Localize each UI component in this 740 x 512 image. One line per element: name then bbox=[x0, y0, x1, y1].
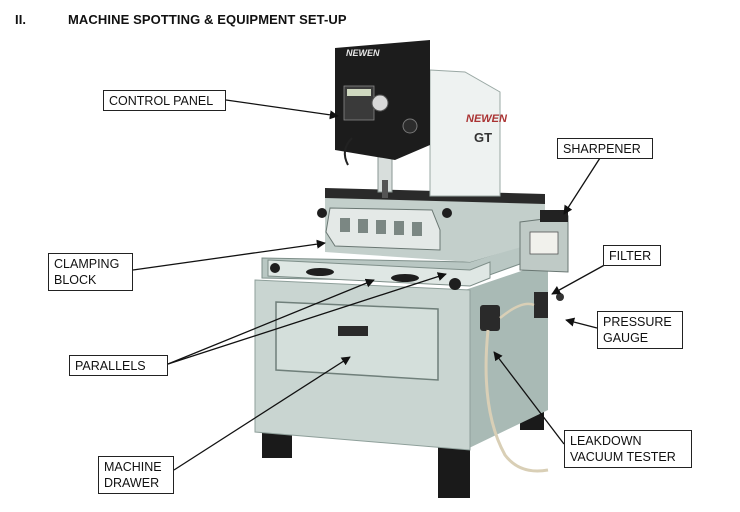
callout-pressure-gauge: PRESSURE GAUGE bbox=[597, 311, 683, 349]
housing-model-text: GT bbox=[474, 130, 492, 145]
leader-filter bbox=[551, 261, 611, 295]
callout-clamping-block: CLAMPING BLOCK bbox=[48, 253, 133, 291]
leader-parallels-left bbox=[167, 278, 375, 365]
sharpener-label-plate bbox=[529, 231, 559, 255]
callout-leakdown-vacuum-tester: LEAKDOWN VACUUM TESTER bbox=[564, 430, 692, 468]
parallels-knob-left bbox=[270, 263, 280, 273]
leader-machine-drawer bbox=[173, 356, 351, 471]
sharpener-cap bbox=[540, 210, 568, 222]
spindle-tip bbox=[382, 180, 388, 198]
leader-pressure-gauge bbox=[565, 317, 598, 329]
callout-control-panel: CONTROL PANEL bbox=[103, 90, 226, 111]
leakdown-vacuum-tester bbox=[480, 305, 500, 331]
leader-sharpener bbox=[563, 157, 601, 215]
callout-filter: FILTER bbox=[603, 245, 661, 266]
leader-clamping-block bbox=[132, 239, 326, 271]
control-cable bbox=[343, 137, 353, 166]
filter-unit bbox=[534, 292, 548, 318]
leader-control-panel bbox=[225, 99, 339, 120]
parallels-handle-left bbox=[306, 268, 334, 276]
parallels-handle-right bbox=[391, 274, 419, 282]
head-brand-text: NEWEN bbox=[346, 48, 380, 58]
parallels-knob-right bbox=[449, 278, 461, 290]
housing-brand-text: NEWEN bbox=[466, 113, 508, 125]
spindle-knob bbox=[402, 118, 418, 134]
section-title: MACHINE SPOTTING & EQUIPMENT SET-UP bbox=[68, 12, 347, 27]
callout-parallels: PARALLELS bbox=[69, 355, 168, 376]
control-dial bbox=[371, 94, 389, 112]
head-housing bbox=[429, 69, 501, 197]
vacuum-hose bbox=[484, 329, 549, 473]
leader-parallels-right bbox=[167, 272, 447, 365]
clamp-knob-left bbox=[317, 208, 327, 218]
clamp-knob-right bbox=[442, 208, 452, 218]
air-hose bbox=[499, 302, 535, 319]
drawer-handle bbox=[338, 326, 368, 336]
leader-leakdown-vacuum-tester bbox=[493, 351, 565, 445]
callout-machine-drawer: MACHINE DRAWER bbox=[98, 456, 174, 494]
callout-sharpener: SHARPENER bbox=[557, 138, 653, 159]
pressure-gauge bbox=[556, 293, 564, 301]
section-number: II. bbox=[15, 12, 27, 27]
machine-drawer bbox=[275, 301, 439, 381]
control-panel-display bbox=[347, 89, 371, 96]
parallels-rail bbox=[267, 259, 491, 287]
cylinder-head-ports bbox=[340, 218, 422, 236]
